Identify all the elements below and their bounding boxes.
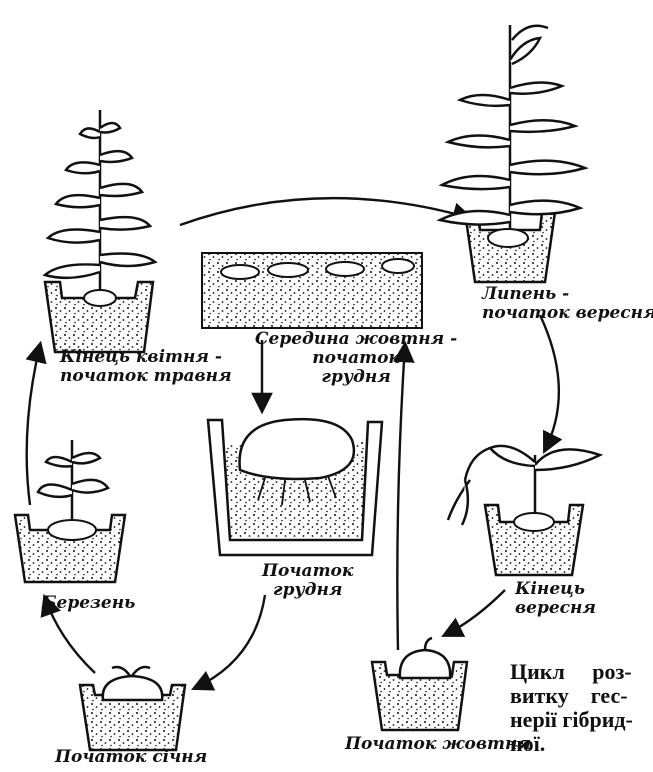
pot-early-december [208,419,382,555]
label-march: Березень [42,594,135,613]
label-early-december-line2: грудня [262,581,353,600]
label-end-april: Кінець квітня - початок травня [60,348,232,386]
label-mid-october-line2: початок [255,349,457,368]
label-mid-october-line3: грудня [255,368,457,387]
label-july-september: Липень - початок вересня [482,285,653,323]
label-early-october: Початок жовтня [345,735,531,754]
label-end-april-line1: Кінець квітня - [60,348,232,367]
label-end-september-line2: вересня [515,599,596,618]
caption-line1: Цикл роз- [510,660,633,684]
label-mid-october: Середина жовтня - початок грудня [255,330,457,387]
caption-line3: нерії гібрид- [510,708,633,732]
label-july-september-line2: початок вересня [482,304,653,323]
label-early-december: Початок грудня [262,562,353,600]
figure-caption: Цикл роз- витку гес- нерії гібрид- ної. [510,660,633,756]
pot-early-october [372,638,467,730]
label-end-april-line2: початок травня [60,367,232,386]
pot-end-april [45,110,155,352]
label-mid-october-line1: Середина жовтня - [255,330,457,349]
label-early-january: Початок січня [55,748,207,767]
caption-line2: витку гес- [510,684,633,708]
pot-march [15,440,125,582]
soil-box [202,253,422,328]
label-end-september: Кінець вересня [515,580,596,618]
label-end-september-line1: Кінець [515,580,596,599]
pot-end-september [448,446,600,575]
pot-july-september [440,25,585,282]
label-july-september-line1: Липень - [482,285,653,304]
caption-line4: ної. [510,732,633,756]
pot-early-january [80,667,185,750]
label-early-december-line1: Початок [262,562,353,581]
